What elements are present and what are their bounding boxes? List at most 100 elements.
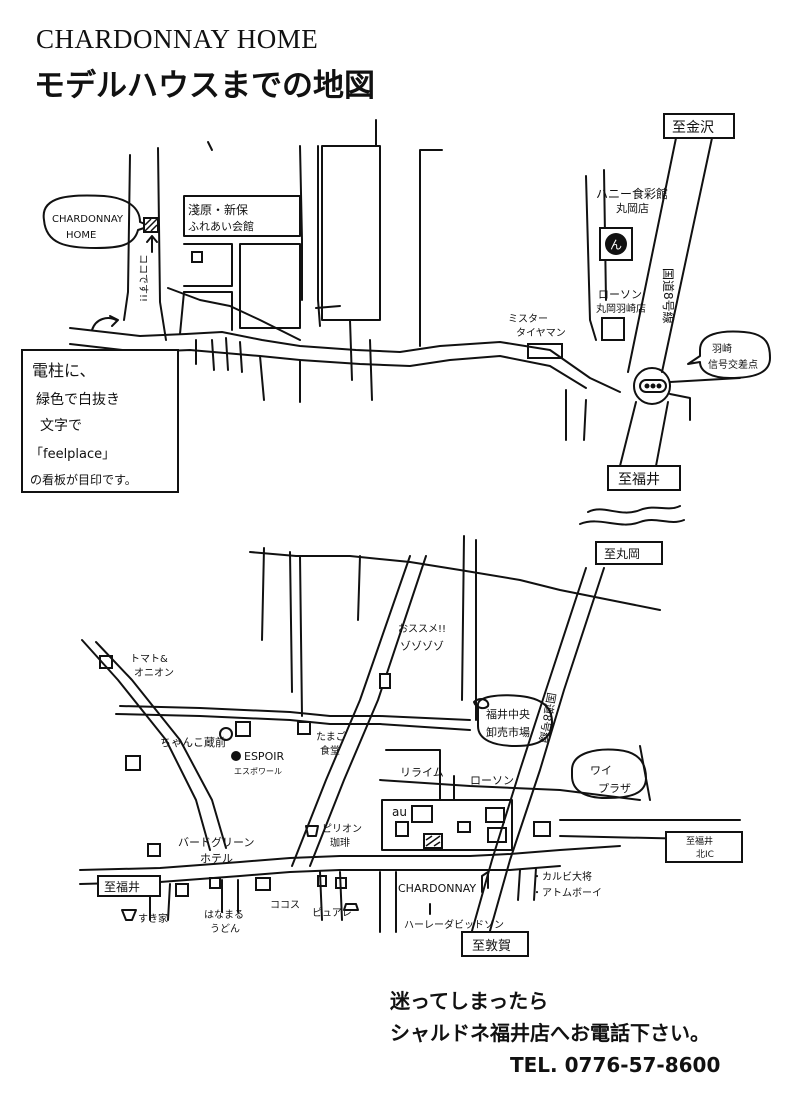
model-house-hatch xyxy=(144,218,158,232)
birdgreen-marker xyxy=(147,843,161,857)
chardonnay-bottom-label: CHARDONNAY xyxy=(398,882,476,895)
community-hall-marker xyxy=(191,251,203,263)
tamago-line2: 食堂 xyxy=(320,744,340,757)
hanamaru-marker xyxy=(209,877,221,889)
top-map: CHARDONNAY HOME ココです!! 淺原・新保 ふれあい会館 ハニー食… xyxy=(21,113,771,493)
page-title: モデルハウスまでの地図 xyxy=(34,68,375,104)
coffee-cup-icon xyxy=(305,825,319,837)
note-line1: 電柱に、 xyxy=(32,361,96,380)
tamago-marker xyxy=(297,721,311,735)
lawson-top-marker xyxy=(601,317,625,341)
to-fukui-ic-line2: 北IC xyxy=(696,849,714,860)
tomato-onion-marker xyxy=(99,655,113,669)
to-maruoka-sign xyxy=(595,541,663,565)
to-maruoka-label: 至丸岡 xyxy=(604,547,640,561)
pirion-line1: ピリオン xyxy=(322,823,362,835)
honey-store-logo-icon xyxy=(605,233,627,255)
pirion-marker xyxy=(335,877,347,889)
flag-icon xyxy=(481,871,489,893)
callout-chardonnay-home: CHARDONNAY HOME xyxy=(42,194,151,249)
bottom-map: 至丸岡 トマト& オニオン おススメ!! ゾゾゾゾ 福井中央 卸売市場 ちゃんこ… xyxy=(79,505,743,957)
note-box: 電柱に、 緑色で白抜き 文字で 「feelplace」 の看板が目印です。 xyxy=(21,349,179,493)
to-kanazawa-label: 至金沢 xyxy=(672,120,714,136)
footer-line1: 迷ってしまったら xyxy=(390,989,549,1013)
footer-contact: 迷ってしまったら シャルドネ福井店へお電話下さい。 TEL. 0776-57-8… xyxy=(390,985,720,1081)
wai-plaza-line2: プラザ xyxy=(598,782,631,795)
chanpon-pot-icon xyxy=(219,727,233,741)
callout-hazaki: 羽崎 信号交差点 xyxy=(687,330,771,379)
community-hall-line2: ふれあい会館 xyxy=(188,219,254,233)
karubi-line2: ・アトムボーイ xyxy=(532,887,602,899)
lawson-top-line2: 丸岡羽崎店 xyxy=(596,302,646,315)
lawson-bottom-marker xyxy=(457,821,471,833)
chanpon-marker xyxy=(125,755,141,771)
karubi-line1: ・カルビ大将 xyxy=(532,870,592,883)
to-fukui-ic-sign xyxy=(665,831,743,863)
note-line4: 「feelplace」 xyxy=(30,447,115,462)
note-line3: 文字で xyxy=(40,418,82,434)
to-fukui-bottom-label: 至福井 xyxy=(104,879,140,894)
pirion-line2: 珈琲 xyxy=(330,836,350,849)
phone-number[interactable]: TEL. 0776-57-8600 xyxy=(510,1053,721,1077)
mister-tire-marker xyxy=(527,343,563,359)
cake-icon xyxy=(343,903,359,911)
to-fukui-bottom-sign xyxy=(97,875,161,897)
top-map-roads xyxy=(69,119,741,467)
fish-icon xyxy=(473,698,490,710)
here-arrow-icon xyxy=(146,235,158,253)
footer-line2: シャルドネ福井店へお電話下さい。 xyxy=(390,1021,710,1045)
callout-chardonnay-line2: HOME xyxy=(66,230,96,241)
to-fukui-top-label: 至福井 xyxy=(618,472,660,488)
espoir-line2: エスポワール xyxy=(234,767,282,776)
cocos-marker xyxy=(255,877,271,891)
mister-tire-line1: ミスター xyxy=(508,313,548,325)
route8-top-label: 国道8号線 xyxy=(661,268,676,324)
harley-label: ハーレーダビッドソン xyxy=(404,918,504,931)
fukui-market-line1: 福井中央 xyxy=(486,707,530,721)
tamago-line1: たまご xyxy=(316,730,346,743)
to-tsuruga-label: 至敦賀 xyxy=(472,938,511,954)
honey-store-line1: ハニー食彩館 xyxy=(596,186,668,201)
note-line5: の看板が目印です。 xyxy=(30,472,137,487)
piare-label: ピュアレ xyxy=(312,907,352,919)
hazaki-line1: 羽崎 xyxy=(712,342,732,355)
birdgreen-line1: バードグリーン xyxy=(178,835,254,849)
honey-store-line2: 丸岡店 xyxy=(616,201,649,215)
au-label: au xyxy=(392,805,407,819)
birdgreen-line2: ホテル xyxy=(200,852,233,865)
karubi-marker xyxy=(533,821,551,837)
bowl-icon xyxy=(121,909,137,921)
to-kanazawa-sign xyxy=(663,113,735,139)
au-marker xyxy=(395,821,409,837)
cocos-label: ココス xyxy=(270,900,300,911)
community-hall-line1: 淺原・新保 xyxy=(188,202,248,217)
tomato-onion-line1: トマト& xyxy=(130,654,168,665)
honey-store-logo-mark: ん xyxy=(610,238,622,252)
callout-fukui-market: 福井中央 卸売市場 xyxy=(473,694,553,747)
callout-chardonnay-line1: CHARDONNAY xyxy=(52,214,124,225)
hanamaru-line1: はなまる xyxy=(204,909,244,921)
lawson-top-line1: ローソン xyxy=(598,288,642,301)
callout-wai-plaza: ワイ プラザ xyxy=(571,748,647,799)
fukui-market-line2: 卸売市場 xyxy=(486,725,530,739)
piare-marker xyxy=(317,875,327,887)
chanpon-label: ちゃんこ蔵前 xyxy=(160,735,226,749)
note-line2: 緑色で白抜き xyxy=(36,391,120,408)
brand-name: CHARDONNAY HOME xyxy=(36,24,319,54)
espoir-line1: ESPOIR xyxy=(244,750,284,763)
mister-tire-line2: タイヤマン xyxy=(516,327,566,339)
burger-icon xyxy=(231,751,241,761)
lawson-bottom-label: ローソン xyxy=(470,774,514,787)
rilaim-marker xyxy=(411,805,433,823)
tomato-onion-line2: オニオン xyxy=(134,667,174,679)
sukiya-label: すき家 xyxy=(138,912,168,925)
shop-mark-label: ゾゾゾゾ xyxy=(400,640,444,653)
to-tsuruga-sign xyxy=(461,931,529,957)
bottom-map-roads xyxy=(79,505,741,939)
hanamaru-line2: うどん xyxy=(210,923,240,935)
to-fukui-top-sign xyxy=(607,465,681,491)
osusume-label: おススメ!! xyxy=(398,623,446,635)
to-fukui-ic-line1: 至福井 xyxy=(686,835,713,847)
sukiya-marker xyxy=(175,883,189,897)
